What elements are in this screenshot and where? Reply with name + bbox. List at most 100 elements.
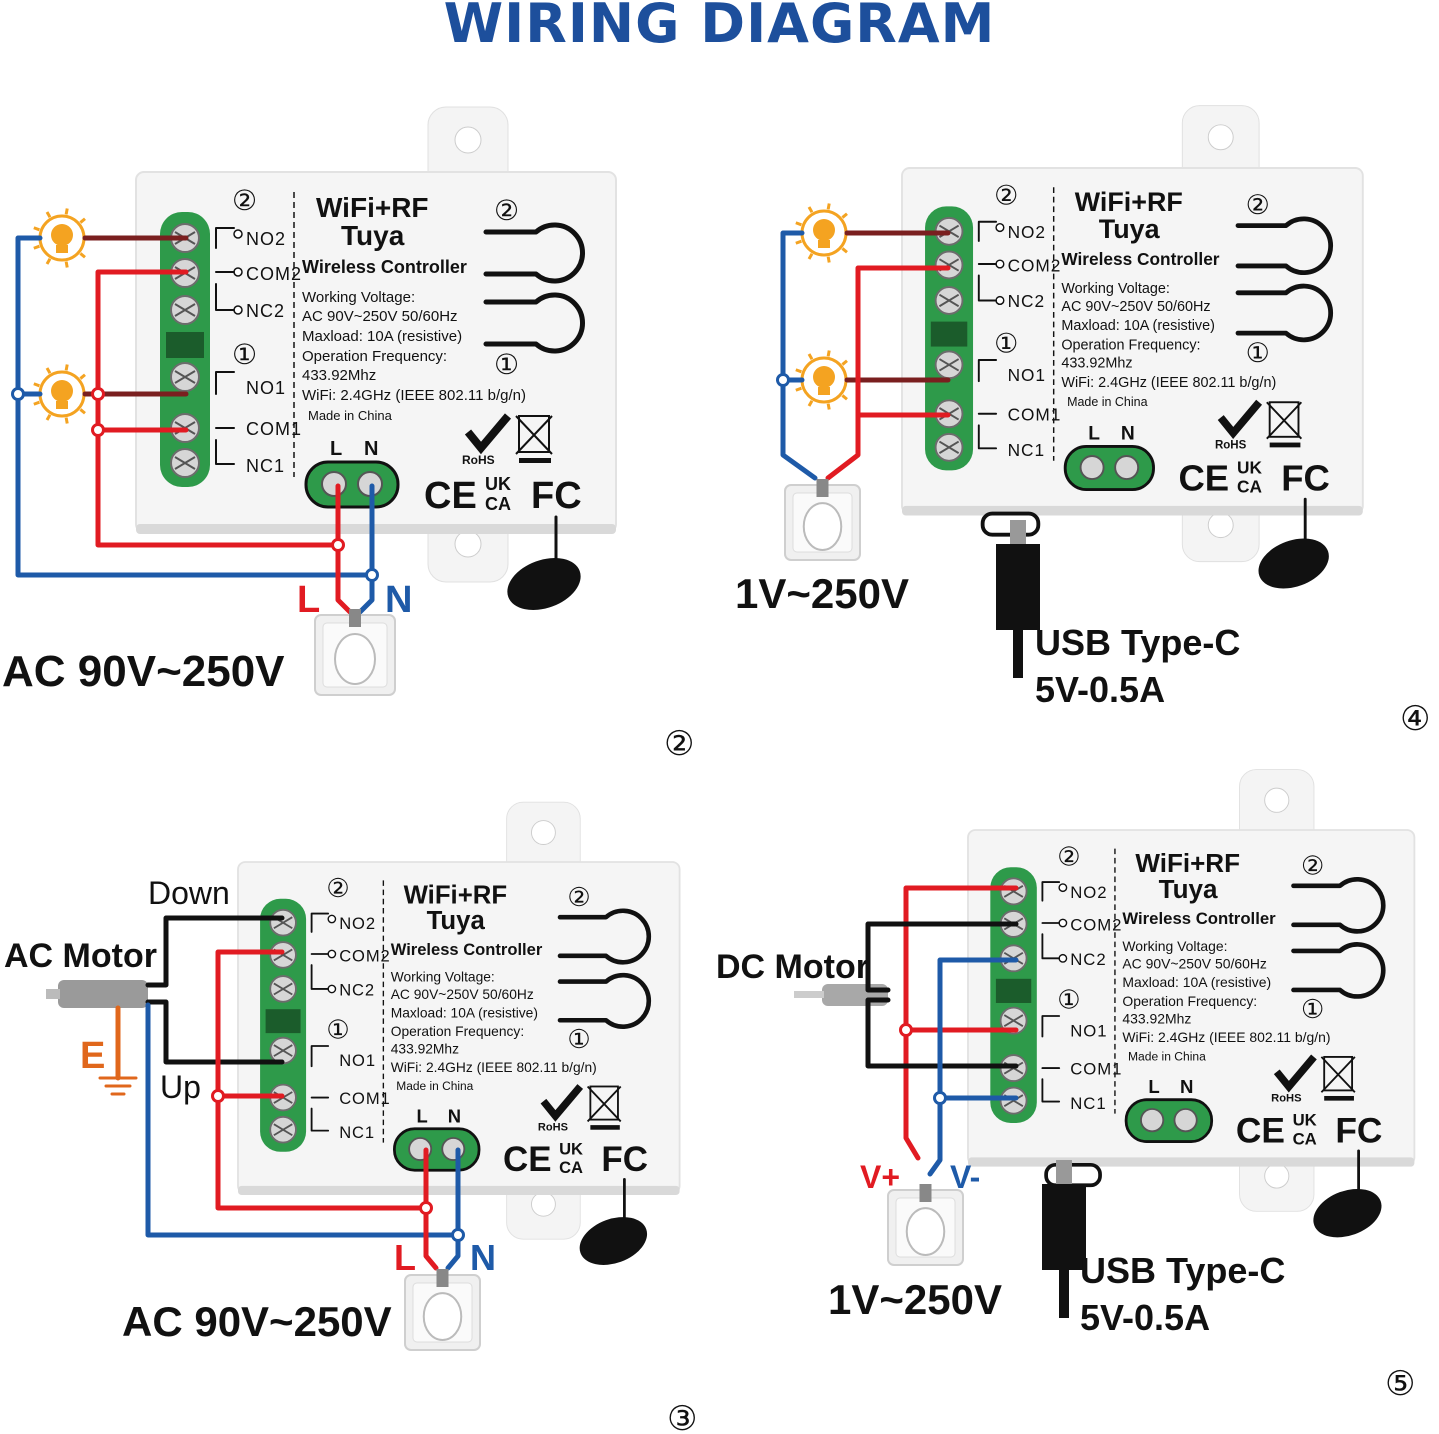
wire-junction bbox=[776, 373, 790, 387]
mounting-hole bbox=[531, 1191, 556, 1217]
channel-badge: ① bbox=[494, 349, 519, 380]
spec-text: WiFi: 2.4GHz (IEEE 802.11 b/g/n) bbox=[1061, 375, 1276, 391]
spec-text: AC 90V~250V 50/60Hz bbox=[1061, 299, 1210, 315]
contact-point bbox=[995, 295, 1005, 306]
ce-mark: CE bbox=[1178, 458, 1229, 499]
spec-text: 433.92Mhz bbox=[391, 1041, 459, 1056]
screw-slot bbox=[938, 440, 960, 454]
terminal-label: COM1 bbox=[246, 419, 302, 439]
power-label: L bbox=[1148, 1076, 1159, 1097]
channel-badge: ② bbox=[1057, 841, 1080, 871]
plug-cable bbox=[349, 609, 361, 627]
relay-symbol bbox=[215, 371, 235, 395]
ukca-mark: CA bbox=[1293, 1129, 1317, 1148]
terminal-screw bbox=[321, 471, 347, 497]
usb-cable bbox=[1013, 630, 1023, 678]
spec-text: Working Voltage: bbox=[1122, 938, 1227, 954]
relay-symbol bbox=[977, 274, 998, 302]
terminal-screw bbox=[1173, 1108, 1198, 1133]
mounting-hole bbox=[1207, 512, 1234, 539]
spec-text: 433.92Mhz bbox=[1061, 356, 1132, 372]
lamp-base bbox=[56, 401, 68, 409]
page-title: WIRING DIAGRAM bbox=[443, 0, 996, 55]
wire bbox=[855, 377, 951, 418]
motor-label: AC Motor bbox=[4, 937, 157, 975]
weee-bin-icon bbox=[1268, 401, 1300, 438]
terminal-screw bbox=[441, 1137, 466, 1162]
power-terminal bbox=[1063, 444, 1155, 492]
contact-point bbox=[233, 305, 243, 315]
weee-bin-icon bbox=[518, 415, 550, 453]
screw-slot bbox=[273, 1044, 293, 1057]
weee-bin-icon bbox=[1266, 401, 1303, 440]
product-name: Tuya bbox=[341, 220, 405, 251]
spec-text: Working Voltage: bbox=[1061, 281, 1170, 297]
contact-point bbox=[1058, 883, 1068, 893]
supply-label: AC 90V~250V bbox=[122, 1298, 392, 1345]
ukca-mark: UK bbox=[1237, 457, 1262, 477]
spec-text: WiFi: 2.4GHz (IEEE 802.11 b/g/n) bbox=[302, 387, 526, 404]
panel-number: ④ bbox=[1400, 700, 1430, 738]
power-terminal bbox=[393, 1127, 481, 1172]
power-socket-1 bbox=[314, 609, 396, 696]
relay-symbol bbox=[310, 1107, 330, 1132]
mounting-hole bbox=[454, 126, 482, 154]
terminal-label: NO2 bbox=[1008, 222, 1046, 242]
live-label: L bbox=[394, 1237, 416, 1278]
lamp-ray bbox=[79, 373, 86, 380]
made-in-label: Made in China bbox=[1067, 395, 1147, 409]
wire bbox=[98, 1076, 138, 1096]
controller-module: NO2COM2NC2NO1COM1NC1②①WiFi+RFTuyaWireles… bbox=[967, 769, 1416, 1238]
weee-bin-icon bbox=[590, 1125, 620, 1130]
lamp-bulb bbox=[51, 380, 73, 402]
ce-mark: CE bbox=[1236, 1111, 1285, 1150]
relay-symbol bbox=[1041, 1078, 1061, 1103]
terminal-label: NO2 bbox=[246, 229, 286, 249]
screw-slot bbox=[938, 293, 960, 308]
relay-symbol bbox=[1041, 1015, 1061, 1038]
product-subtitle: Wireless Controller bbox=[302, 257, 467, 277]
made-in-label: Made in China bbox=[396, 1079, 473, 1093]
weee-bin-icon bbox=[1320, 1056, 1356, 1093]
rohs-label: RoHS bbox=[1215, 439, 1247, 451]
terminal-label: NO1 bbox=[246, 378, 286, 398]
relay-symbol bbox=[215, 283, 235, 311]
relay-symbol bbox=[1041, 933, 1061, 960]
terminal-label: NO1 bbox=[1008, 365, 1046, 385]
relay-symbol bbox=[977, 220, 998, 242]
channel-badge: ① bbox=[1246, 338, 1270, 368]
antenna-coil bbox=[1258, 538, 1329, 589]
power-label: N bbox=[1121, 424, 1135, 445]
live-label: L bbox=[297, 579, 320, 621]
ukca-mark: UK bbox=[1293, 1111, 1317, 1130]
lamp-ray bbox=[33, 226, 40, 232]
spec-text: WiFi: 2.4GHz (IEEE 802.11 b/g/n) bbox=[1122, 1029, 1330, 1045]
fc-mark: FC bbox=[601, 1140, 648, 1179]
product-subtitle: Wireless Controller bbox=[391, 940, 543, 959]
spec-text: Operation Frequency: bbox=[391, 1024, 524, 1039]
spec-text: 433.92Mhz bbox=[302, 367, 376, 384]
plug-cable bbox=[816, 479, 829, 497]
relay-symbol bbox=[1041, 881, 1061, 902]
wire bbox=[145, 915, 285, 988]
contact-point bbox=[1058, 953, 1068, 963]
down-label: Down bbox=[148, 875, 230, 911]
lamp-ray bbox=[33, 382, 40, 388]
channel-badge: ① bbox=[1301, 994, 1324, 1024]
plug bbox=[422, 1292, 463, 1341]
relay-symbol bbox=[977, 359, 998, 383]
usb-c-plug-1 bbox=[996, 520, 1040, 678]
neutral-label: N bbox=[385, 579, 412, 621]
lamp-ray bbox=[79, 252, 86, 259]
screw-slot bbox=[938, 358, 960, 372]
motor-label: DC Motor bbox=[716, 948, 869, 986]
spec-text: AC 90V~250V 50/60Hz bbox=[1122, 956, 1267, 972]
product-name: WiFi+RF bbox=[404, 881, 507, 909]
wire bbox=[423, 1147, 439, 1271]
relay-symbol bbox=[310, 912, 330, 933]
rohs-check bbox=[1217, 399, 1263, 439]
lamp-ray bbox=[807, 206, 814, 213]
relay-symbol bbox=[977, 424, 998, 450]
screw-slot bbox=[1003, 1014, 1024, 1028]
